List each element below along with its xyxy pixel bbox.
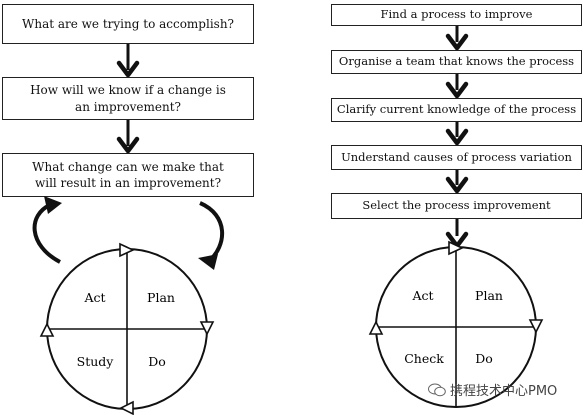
question-box-3: What change can we make that will result… (2, 153, 254, 197)
left-connector-2 (119, 120, 137, 151)
left-cycle-act: Act (83, 290, 105, 305)
question-2-text: How will we know if a change is an impro… (30, 83, 226, 114)
step-box-2: Organise a team that knows the process (331, 50, 582, 74)
right-pdca-cycle (368, 240, 544, 408)
cycle-arrowhead-left (368, 320, 384, 335)
step-1-text: Find a process to improve (380, 7, 533, 22)
cycle-arrowhead-right (199, 321, 215, 336)
cycle-arrowhead-top (119, 242, 135, 258)
step-box-4: Understand causes of process variation (331, 145, 582, 170)
right-cycle-do: Do (475, 351, 493, 366)
step-3-text: Clarify current knowledge of the process (336, 102, 577, 117)
question-box-2: How will we know if a change is an impro… (2, 77, 254, 120)
watermark: 携程技术中心PMO (428, 380, 557, 399)
curved-arrow-right (198, 201, 224, 270)
right-cycle-check: Check (404, 351, 444, 366)
right-connector-1 (448, 26, 466, 48)
cycle-arrowhead-right (528, 319, 544, 334)
curved-arrow-left (32, 196, 62, 264)
right-connector-5 (448, 219, 466, 246)
left-cycle-study: Study (77, 354, 115, 369)
right-connector-3 (448, 122, 466, 143)
right-connector-4 (448, 170, 466, 191)
left-pdsa-cycle (39, 242, 215, 415)
chat-bubble-icon (428, 383, 446, 396)
right-connector-2 (448, 74, 466, 96)
watermark-text: 携程技术中心PMO (450, 384, 558, 399)
step-2-text: Organise a team that knows the process (338, 54, 575, 69)
cycle-arrowhead-top (448, 240, 464, 256)
step-5-text: Select the process improvement (362, 198, 551, 213)
left-connector-1 (119, 44, 137, 75)
cycle-arrowhead-bottom (119, 400, 134, 415)
cycle-arrowhead-left (39, 322, 55, 337)
right-cycle-act: Act (411, 288, 433, 303)
step-box-5: Select the process improvement (331, 193, 582, 219)
step-box-1: Find a process to improve (331, 4, 582, 26)
question-1-text: What are we trying to accomplish? (22, 16, 234, 31)
step-4-text: Understand causes of process variation (341, 149, 572, 164)
left-cycle-plan: Plan (147, 290, 175, 305)
right-cycle-plan: Plan (475, 288, 503, 303)
left-cycle-do: Do (148, 354, 166, 369)
question-3-text: What change can we make that will result… (32, 159, 224, 190)
question-box-1: What are we trying to accomplish? (2, 4, 254, 44)
step-box-3: Clarify current knowledge of the process (331, 98, 582, 122)
